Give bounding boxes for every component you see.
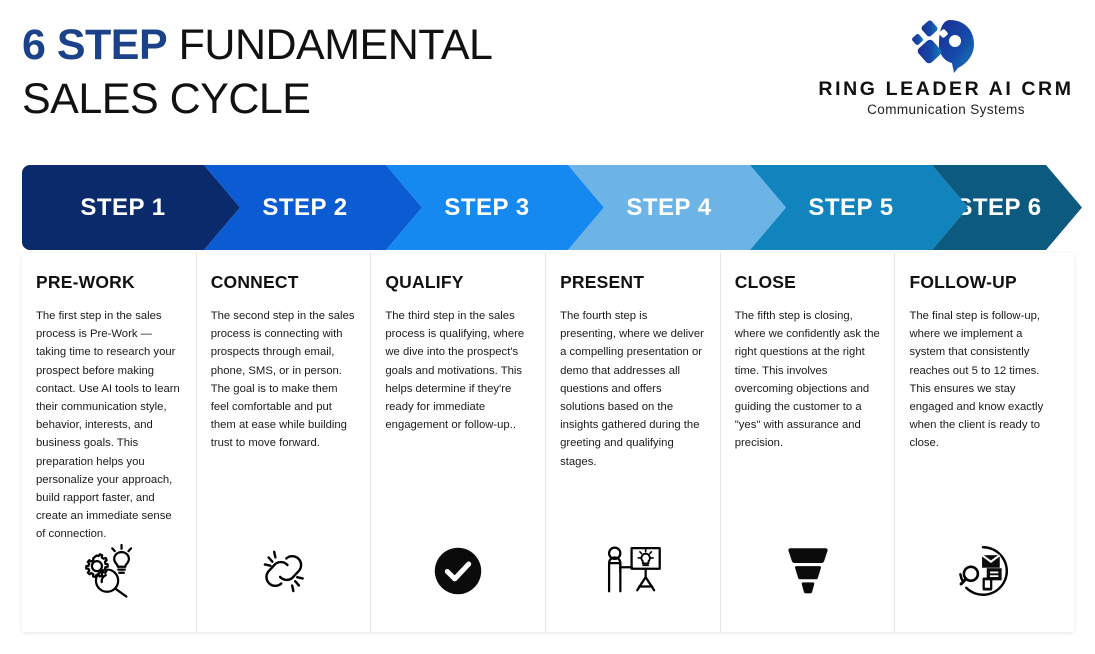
step-arrow-6-label: STEP 6	[956, 193, 1042, 221]
step-card-4-title: PRESENT	[560, 272, 645, 292]
page-title-rest: FUNDAMENTAL SALES CYCLE	[22, 21, 493, 123]
chain-link-icon	[197, 540, 371, 602]
ai-head-profile-icon	[910, 16, 982, 74]
sales-funnel-icon	[721, 540, 895, 602]
step-arrow-4-label: STEP 4	[626, 193, 712, 221]
step-card-3: QUALIFY The third step in the sales proc…	[371, 253, 547, 632]
brand-logo: RING LEADER AI CRM Communication Systems	[815, 16, 1077, 128]
step-card-2-body: The second step in the sales process is …	[210, 310, 355, 450]
followup-circle-icon	[895, 540, 1070, 602]
header: 6 STEP FUNDAMENTAL SALES CYCLE	[0, 0, 1095, 150]
step-card-1-body: The first step in the sales process is P…	[36, 310, 180, 541]
step-cards-row: PRE-WORK The first step in the sales pro…	[22, 253, 1074, 632]
step-card-4-body: The fourth step is presenting, where we …	[560, 310, 704, 468]
step-arrow-1-label: STEP 1	[80, 193, 166, 221]
step-card-3-title: QUALIFY	[385, 272, 464, 292]
logo-brand-name: RING LEADER AI CRM	[818, 78, 1074, 100]
step-card-6-body: The final step is follow-up, where we im…	[909, 310, 1044, 450]
step-card-5: CLOSE The fifth step is closing, where w…	[720, 253, 896, 632]
step-card-1-title: PRE-WORK	[36, 272, 135, 292]
step-arrow-4[interactable]: STEP 4	[568, 165, 786, 250]
step-arrow-banner: STEP 1 STEP 2 STEP 3 STEP 4 STEP 5 STEP …	[22, 165, 1082, 250]
step-arrow-5[interactable]: STEP 5	[750, 165, 968, 250]
step-card-6-title: FOLLOW-UP	[909, 272, 1017, 292]
presenter-whiteboard-icon	[546, 540, 720, 602]
step-card-2-title: CONNECT	[210, 272, 299, 292]
step-card-6: FOLLOW-UP The final step is follow-up, w…	[895, 253, 1071, 632]
step-arrow-1[interactable]: STEP 1	[22, 165, 240, 250]
step-card-3-body: The third step in the sales process is q…	[385, 310, 525, 432]
step-card-1: PRE-WORK The first step in the sales pro…	[22, 253, 197, 632]
step-arrow-2-label: STEP 2	[262, 193, 348, 221]
step-arrow-2[interactable]: STEP 2	[204, 165, 422, 250]
page-title: 6 STEP FUNDAMENTAL SALES CYCLE	[22, 18, 493, 126]
step-card-2: CONNECT The second step in the sales pro…	[196, 253, 372, 632]
step-arrow-3[interactable]: STEP 3	[386, 165, 604, 250]
gear-lightbulb-magnifier-icon	[22, 540, 196, 602]
step-arrow-3-label: STEP 3	[444, 193, 530, 221]
step-card-5-body: The fifth step is closing, where we conf…	[734, 310, 880, 450]
step-card-4: PRESENT The fourth step is presenting, w…	[546, 253, 721, 632]
logo-tagline: Communication Systems	[867, 102, 1025, 117]
page-title-highlight: 6 STEP	[22, 21, 168, 69]
check-circle-icon	[371, 540, 545, 602]
step-arrow-5-label: STEP 5	[808, 193, 894, 221]
step-card-5-title: CLOSE	[734, 272, 797, 292]
